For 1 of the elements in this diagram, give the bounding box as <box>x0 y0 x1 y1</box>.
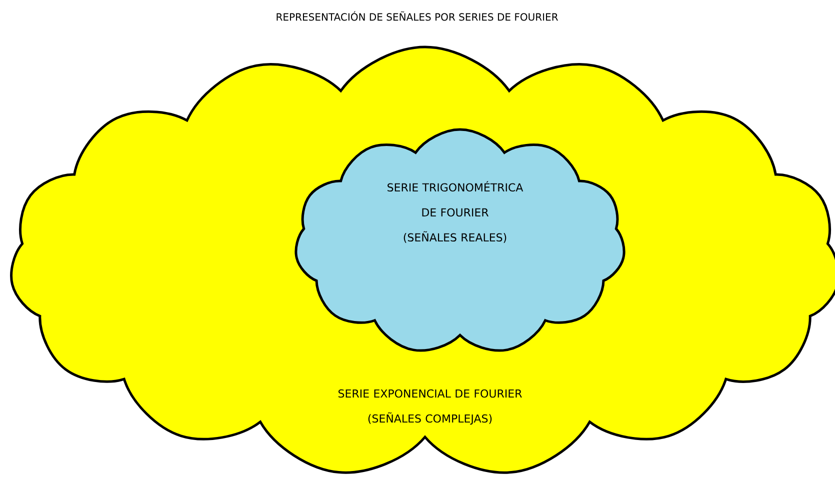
title: REPRESENTACIÓN DE SEÑALES POR SERIES DE FOURIER <box>276 11 558 21</box>
